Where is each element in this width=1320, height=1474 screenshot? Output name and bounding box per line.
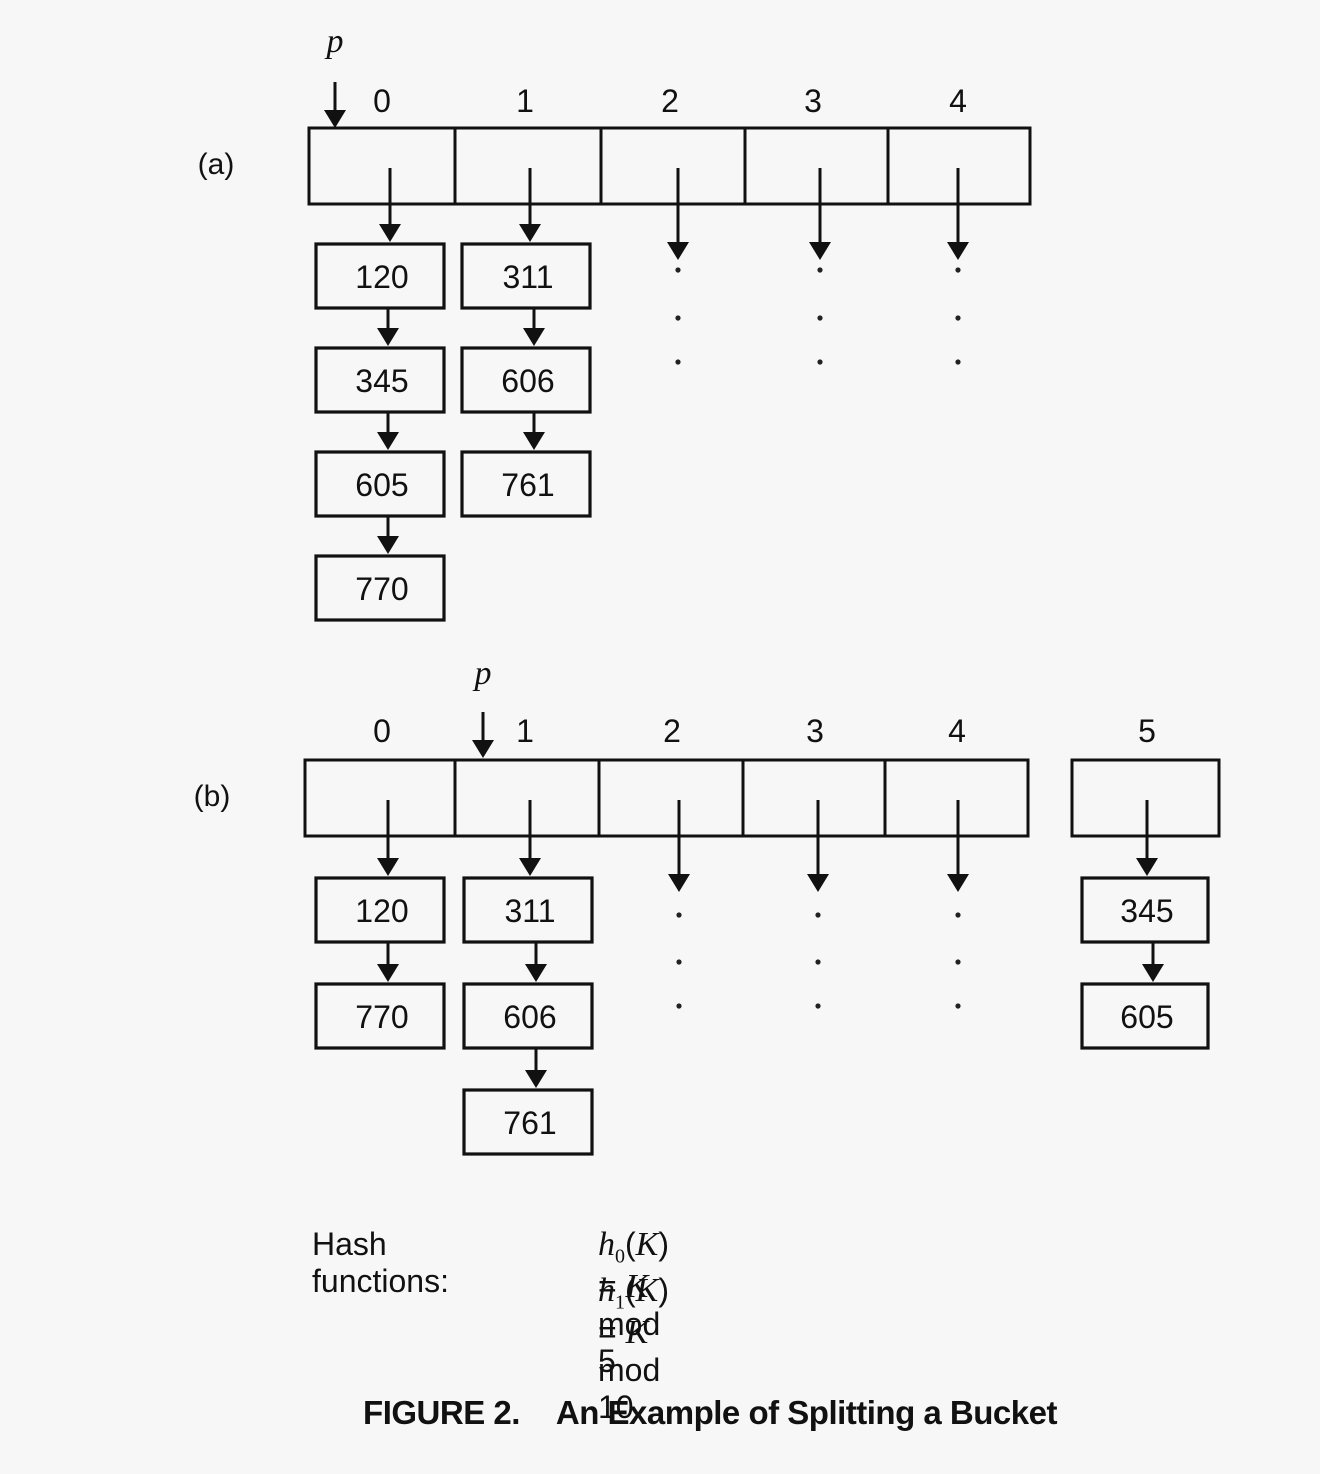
part-b-bucket-2-ellipsis-dot-2 — [676, 1003, 682, 1009]
part-b-bucket-0-pointer-head — [377, 858, 399, 876]
part-a-pointer-label: p — [325, 23, 344, 60]
figure-title: An Example of Splitting a Bucket — [555, 1394, 1058, 1431]
part-b-node-120 — [314, 876, 446, 944]
part-a-node-606-next-head — [523, 432, 545, 450]
part-b-bucket-4-pointer-head — [947, 874, 969, 892]
part-b-index-4: 4 — [948, 713, 966, 749]
part-a-bucket-2-ellipsis-dot-0 — [675, 267, 681, 273]
part-a-bucket-cell-0 — [307, 126, 457, 206]
part-b-node-120-value: 120 — [355, 893, 408, 929]
part-b-node-345 — [1080, 876, 1210, 944]
part-b-node-311-value: 311 — [504, 893, 555, 929]
part-b-bucket-1-pointer-head — [519, 858, 541, 876]
part-a-pointer-arrow-head — [324, 110, 346, 128]
part-b-bucket-4-ellipsis-dot-0 — [955, 912, 961, 918]
part-a-node-345-value: 345 — [355, 363, 408, 399]
part-b-label: (b) — [194, 780, 231, 813]
part-b-index-0: 0 — [373, 713, 391, 749]
part-b-index-5: 5 — [1138, 713, 1156, 749]
part-b-index-2: 2 — [663, 713, 681, 749]
part-a-index-3: 3 — [804, 83, 822, 119]
part-b-pointer-label: p — [473, 655, 492, 692]
part-b-node-120-next-head — [377, 964, 399, 982]
part-b-node-770 — [314, 982, 446, 1050]
part-b-node-606-value: 606 — [503, 999, 556, 1035]
hash-function-h0: h0(K) = K mod 5 — [598, 1226, 669, 1380]
figure-caption: FIGURE 2. An Example of Splitting a Bucke… — [0, 1394, 1320, 1432]
part-a-bucket-4-ellipsis-dot-1 — [955, 315, 961, 321]
part-a-bucket-2-pointer-head — [667, 242, 689, 260]
part-a-node-345 — [314, 346, 446, 414]
part-b-bucket-2-pointer-head — [668, 874, 690, 892]
part-b-node-770-value: 770 — [355, 999, 408, 1035]
hash-functions-label: Hash functions: — [312, 1226, 449, 1299]
part-a-bucket-3-pointer-head — [809, 242, 831, 260]
part-b-bucket-cell-0 — [303, 758, 457, 838]
part-a-bucket-cell-1 — [453, 126, 603, 206]
part-b-index-3: 3 — [806, 713, 824, 749]
part-a-node-311-next-head — [523, 328, 545, 346]
part-a-label: (a) — [198, 148, 235, 181]
part-b-pointer-arrow-head — [472, 740, 494, 758]
part-a-bucket-cell-3 — [743, 126, 890, 206]
part-a-node-761 — [460, 450, 592, 518]
part-a-index-4: 4 — [949, 83, 967, 119]
part-a-node-120-value: 120 — [355, 259, 408, 295]
part-b-bucket-3-ellipsis-dot-1 — [815, 959, 821, 965]
figure-number: FIGURE 2. — [363, 1394, 520, 1431]
part-b-bucket-cell-3 — [741, 758, 887, 838]
part-a-node-770 — [314, 554, 446, 622]
part-a-bucket-4-ellipsis-dot-0 — [955, 267, 961, 273]
part-b-node-606-next-head — [525, 1070, 547, 1088]
part-b-bucket-cell-2 — [597, 758, 745, 838]
part-a-bucket-3-ellipsis-dot-1 — [817, 315, 823, 321]
part-b-bucket-4-ellipsis-dot-2 — [955, 1003, 961, 1009]
part-a-bucket-2-ellipsis-dot-1 — [675, 315, 681, 321]
part-a-node-606 — [460, 346, 592, 414]
part-a-bucket-2-ellipsis-dot-2 — [675, 359, 681, 365]
part-a-bucket-cell-2 — [599, 126, 747, 206]
part-b-bucket-3-pointer-head — [807, 874, 829, 892]
part-a-node-345-next-head — [377, 432, 399, 450]
part-a-bucket-3-ellipsis-dot-2 — [817, 359, 823, 365]
part-b-bucket-2-ellipsis-dot-0 — [676, 912, 682, 918]
part-b-bucket-3-ellipsis-dot-2 — [815, 1003, 821, 1009]
part-a-bucket-1-pointer-head — [519, 224, 541, 242]
part-a-bucket-4-pointer-head — [947, 242, 969, 260]
part-b-bucket-cell-1 — [453, 758, 601, 838]
part-b-node-345-next-head — [1142, 964, 1164, 982]
part-b-node-606 — [462, 982, 594, 1050]
part-a-node-311-value: 311 — [502, 259, 553, 295]
part-a-bucket-4-ellipsis-dot-2 — [955, 359, 961, 365]
part-b-bucket-4-ellipsis-dot-1 — [955, 959, 961, 965]
part-b-node-605 — [1080, 982, 1210, 1050]
part-a-node-120 — [314, 242, 446, 310]
part-a-node-606-value: 606 — [501, 363, 554, 399]
part-b-index-1: 1 — [516, 713, 534, 749]
part-b-bucket-3-ellipsis-dot-0 — [815, 912, 821, 918]
part-a-index-1: 1 — [516, 83, 534, 119]
part-b-node-761 — [462, 1088, 594, 1156]
part-b-node-345-value: 345 — [1120, 893, 1173, 929]
part-a-bucket-0-pointer-head — [379, 224, 401, 242]
hash-function-h1: h1(K) = K mod 10 — [598, 1272, 669, 1426]
part-b-bucket-5-pointer-head — [1136, 858, 1158, 876]
part-b-bucket-2-ellipsis-dot-1 — [676, 959, 682, 965]
part-a-node-605 — [314, 450, 446, 518]
part-a-node-605-next-head — [377, 536, 399, 554]
part-b-node-311 — [462, 876, 594, 944]
part-a-node-761-value: 761 — [501, 467, 554, 503]
part-a-bucket-3-ellipsis-dot-0 — [817, 267, 823, 273]
part-a-index-2: 2 — [661, 83, 679, 119]
part-b-node-761-value: 761 — [503, 1105, 556, 1141]
part-a-node-120-next-head — [377, 328, 399, 346]
part-a-node-770-value: 770 — [355, 571, 408, 607]
part-b-node-605-value: 605 — [1120, 999, 1173, 1035]
part-a-node-311 — [460, 242, 592, 310]
part-a-node-605-value: 605 — [355, 467, 408, 503]
part-a-index-0: 0 — [373, 83, 391, 119]
part-b-node-311-next-head — [525, 964, 547, 982]
